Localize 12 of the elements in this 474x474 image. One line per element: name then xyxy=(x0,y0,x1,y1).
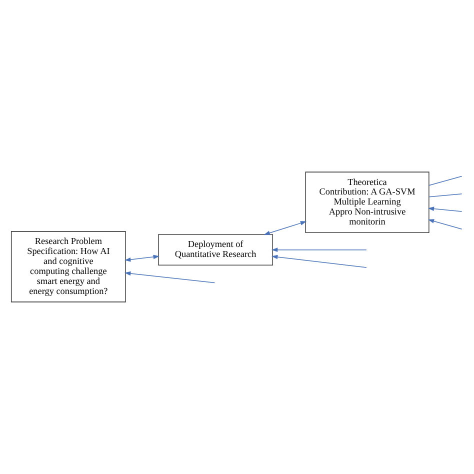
arrow xyxy=(264,221,307,236)
arrow xyxy=(124,254,160,262)
arrow xyxy=(428,219,462,230)
arrow xyxy=(272,248,367,252)
connector xyxy=(428,176,462,186)
node-box: Theoretica Contribution: A GA-SVM Multiple Learning Appro Non-intrusive monitorin xyxy=(305,172,430,233)
node-box: Deployment of Quantitative Research xyxy=(158,234,274,266)
arrow xyxy=(428,206,462,212)
connector xyxy=(428,194,462,198)
node-box: Research Problem Specification: How AI and cognitive computing challenge smart energy and energy consumption? xyxy=(10,231,126,302)
arrow xyxy=(272,254,367,268)
arrow xyxy=(124,271,216,284)
